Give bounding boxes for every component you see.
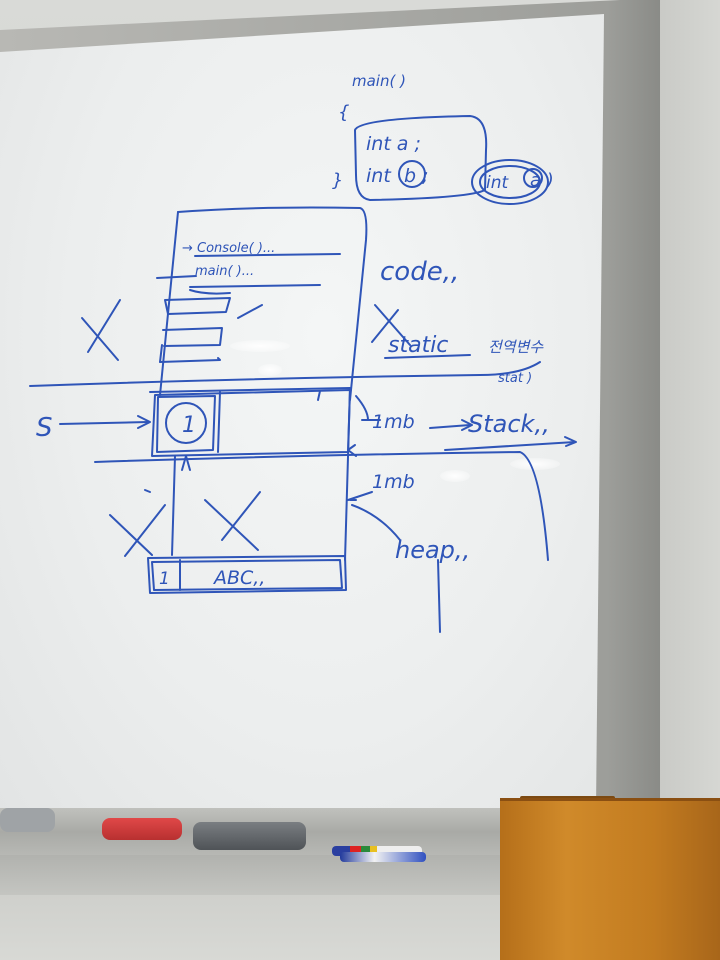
marker-bundle[interactable] <box>332 846 422 856</box>
code-line-2c: int <box>486 173 509 193</box>
light-glare <box>258 364 282 376</box>
light-glare <box>510 458 560 470</box>
circle-a-param <box>523 168 543 188</box>
memory-outline-top <box>177 206 368 401</box>
wooden-podium <box>500 798 720 960</box>
static-sub-label: stat ) <box>498 371 532 386</box>
brace-open: { <box>338 102 349 123</box>
wall-bottom <box>0 895 500 960</box>
stack-value: 1 <box>182 413 196 438</box>
code-line-2d: a ) <box>530 170 554 191</box>
circle-b <box>398 160 426 188</box>
marker-blue[interactable] <box>340 852 426 862</box>
code-line-2b: b ; <box>404 165 429 187</box>
eraser-red[interactable] <box>102 818 182 840</box>
code-row-main: main( )... <box>195 264 254 279</box>
main-func-label: main( ) <box>352 72 406 90</box>
code-block-outline <box>354 115 488 201</box>
stack-size-label: 1mb <box>372 411 415 433</box>
brace-close: } <box>332 170 343 191</box>
heap-label: heap,, <box>395 536 470 564</box>
static-label: static <box>388 333 448 358</box>
stack-value-circle <box>165 402 207 444</box>
tray-lip <box>0 855 500 895</box>
light-glare <box>230 340 290 352</box>
static-korean-label: 전역변수 <box>488 338 544 356</box>
heap-size-label: 1mb <box>372 471 415 493</box>
code-row-console: → Console( )... <box>182 241 275 256</box>
heap-string: ABC,, <box>212 567 265 589</box>
eraser-dark[interactable] <box>193 822 306 850</box>
code-line-1: int a ; <box>366 133 421 155</box>
arrow-s-label: S <box>36 413 53 443</box>
code-label: code,, <box>380 257 459 287</box>
stack-label: Stack,, <box>468 410 550 438</box>
eraser-gray-left[interactable] <box>0 808 55 832</box>
light-glare <box>440 470 470 482</box>
code-line-2a: int <box>366 165 392 187</box>
heap-value: 1 <box>159 569 170 589</box>
circle-param <box>471 159 549 205</box>
memory-outline-left <box>159 211 179 396</box>
